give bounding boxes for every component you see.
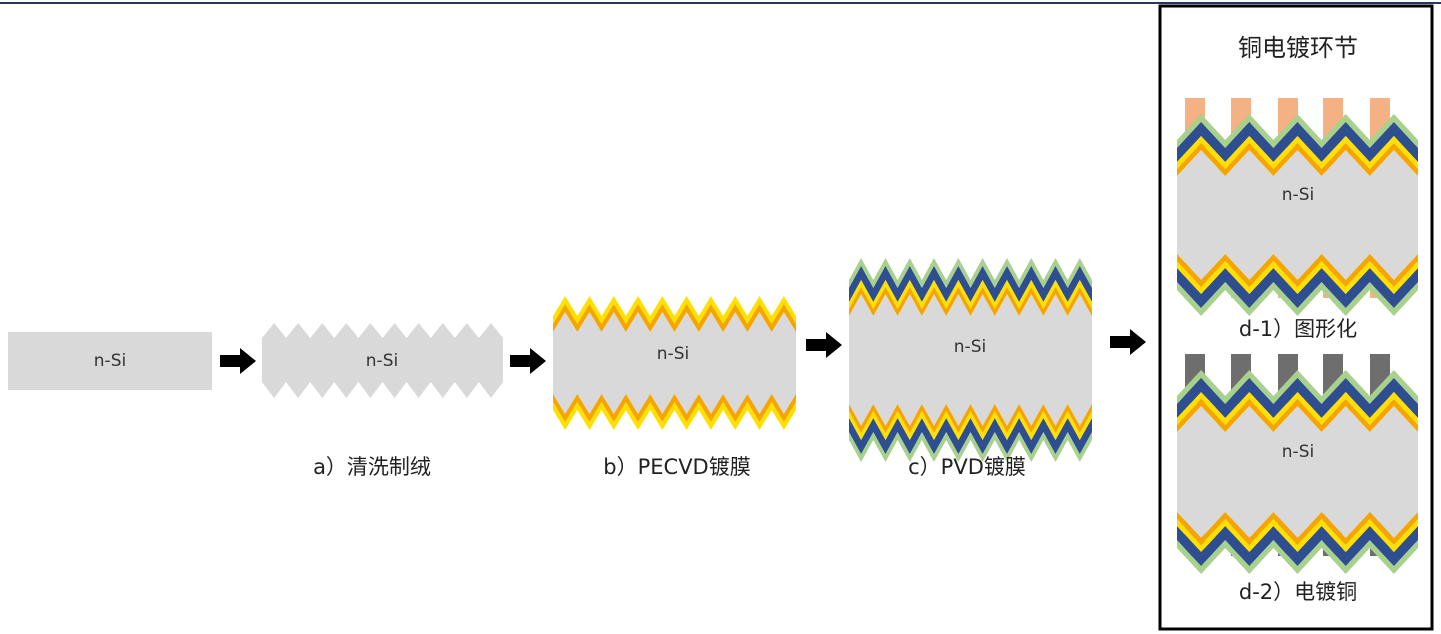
- tco-layer: [1177, 540, 1418, 574]
- panel-d1-caption: d-1）图形化: [1238, 317, 1358, 341]
- pecvd-layer: [1177, 392, 1418, 425]
- pecvd-layer: [553, 394, 796, 422]
- tco-layer: [1177, 370, 1418, 404]
- tco-layer: [849, 258, 1092, 288]
- step-b-pecvd-wafer: [553, 296, 796, 430]
- pecvd-layer: [1177, 519, 1418, 552]
- pecvd-layer: [1177, 143, 1418, 176]
- copper-plating-box: [1158, 4, 1434, 631]
- pecvd-layer: [849, 287, 1092, 316]
- step-0-flat-wafer: [8, 332, 212, 390]
- pecvd-layer: [553, 304, 796, 332]
- silicon-substrate: [849, 294, 1092, 426]
- substrate-label: n-Si: [1281, 185, 1315, 205]
- tco-layer: [1177, 282, 1418, 316]
- silicon-substrate: [1177, 406, 1418, 538]
- substrate-label: n-Si: [1281, 442, 1315, 462]
- pvd-layer: [849, 418, 1092, 454]
- right-arrow-icon: [510, 348, 546, 374]
- pvd-layer: [1177, 378, 1418, 418]
- pecvd-layer: [849, 404, 1092, 433]
- pecvd-layer: [849, 411, 1092, 440]
- step-a-caption: a）清洗制绒: [313, 455, 431, 479]
- pecvd-layer: [553, 296, 796, 324]
- pvd-layer: [1177, 122, 1418, 162]
- step-c-pvd-wafer: [849, 258, 1092, 462]
- silicon-substrate: [262, 323, 503, 398]
- tco-layer: [1177, 114, 1418, 148]
- step-a-textured-wafer: [262, 323, 503, 398]
- substrate-label: n-Si: [365, 351, 399, 371]
- silicon-substrate: [1177, 150, 1418, 280]
- right-arrow-icon: [1110, 329, 1146, 355]
- right-arrow-icon: [220, 348, 256, 374]
- pecvd-layer: [1177, 136, 1418, 169]
- right-arrow-icon: [806, 332, 842, 358]
- step-c-caption: c）PVD镀膜: [908, 455, 1026, 479]
- tco-layer: [849, 432, 1092, 462]
- panel-d2-copper-plating: [1177, 354, 1418, 574]
- step-b-caption: b）PECVD镀膜: [603, 455, 751, 479]
- pecvd-layer: [553, 402, 796, 430]
- panel-d2-caption: d-2）电镀铜: [1238, 580, 1358, 604]
- pvd-layer: [1177, 268, 1418, 308]
- substrate-label: n-Si: [93, 351, 127, 371]
- substrate-label: n-Si: [953, 337, 987, 357]
- silicon-substrate: [8, 332, 212, 390]
- pecvd-layer: [1177, 399, 1418, 432]
- panel-d1-patterning: [1177, 98, 1418, 316]
- pecvd-layer: [1177, 261, 1418, 294]
- copper-box-title: 铜电镀环节: [1238, 34, 1358, 62]
- pecvd-layer: [849, 280, 1092, 309]
- pvd-layer: [1177, 526, 1418, 566]
- pecvd-layer: [1177, 512, 1418, 545]
- substrate-label: n-Si: [656, 344, 690, 364]
- pvd-layer: [849, 266, 1092, 302]
- silicon-substrate: [553, 312, 796, 414]
- pecvd-layer: [1177, 254, 1418, 287]
